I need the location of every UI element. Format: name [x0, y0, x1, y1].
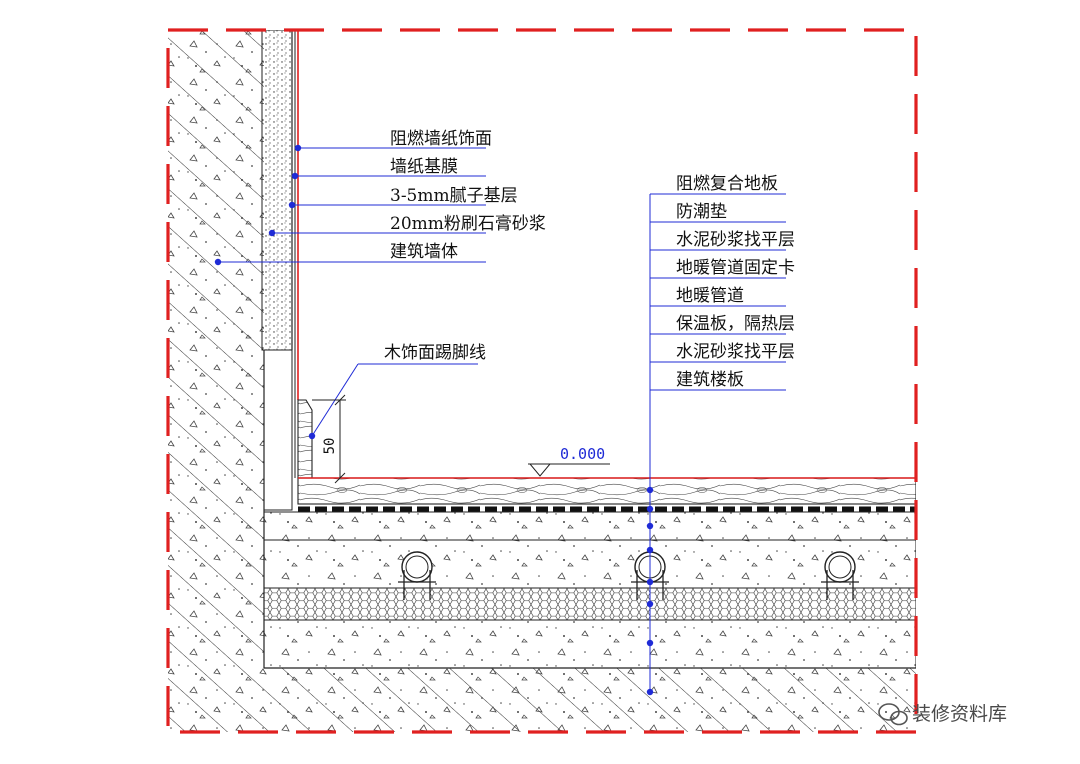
wall-label-3: 3-5mm腻子基层 — [390, 186, 518, 206]
floor-leader-dots — [646, 486, 654, 696]
gypsum-plaster-layer — [261, 30, 293, 351]
skirting-board — [297, 399, 313, 479]
laminate-floor — [297, 477, 916, 505]
elevation-label: 0.000 — [560, 445, 605, 463]
building-wall-aggregate — [168, 30, 264, 732]
skirting-dimension — [312, 394, 346, 484]
wall-label-5: 建筑墙体 — [390, 242, 458, 262]
wall-label-2: 墙纸基膜 — [390, 157, 458, 177]
floor-label-2: 防潮垫 — [676, 202, 727, 222]
floor-leaders — [649, 193, 786, 692]
drawing-frame — [166, 28, 918, 734]
skirting-label: 木饰面踢脚线 — [384, 343, 486, 363]
floor-label-1: 阻燃复合地板 — [676, 174, 778, 194]
wall-label-4: 20mm粉刷石膏砂浆 — [390, 213, 546, 234]
watermark-text: 装修资料库 — [912, 703, 1007, 725]
construction-section — [168, 30, 916, 732]
wall-plaster-lower — [263, 349, 293, 511]
floor-label-8: 建筑楼板 — [676, 370, 744, 390]
floor-label-4: 地暖管道固定卡 — [676, 258, 795, 278]
floor-slab-aggregate — [264, 668, 916, 732]
skirting-height-label: 50 — [322, 438, 338, 455]
elevation-marker — [528, 463, 610, 477]
skirting-leader — [308, 363, 478, 440]
floor-label-7: 水泥砂浆找平层 — [676, 342, 795, 362]
floor-label-5: 地暖管道 — [676, 286, 744, 306]
wall-leaders — [218, 147, 486, 263]
floor-label-3: 水泥砂浆找平层 — [676, 230, 795, 250]
floor-label-6: 保温板，隔热层 — [676, 314, 795, 334]
mortar-screed-lower — [263, 619, 916, 669]
heating-pipe-3 — [821, 551, 859, 600]
heating-pipe-1 — [398, 551, 436, 600]
wall-leader-dots — [214, 144, 302, 266]
insulation-board — [263, 587, 916, 621]
heating-pipe-layer — [263, 539, 916, 589]
mortar-screed-upper — [263, 511, 916, 541]
wall-label-1: 阻燃墙纸饰面 — [390, 129, 492, 149]
watermark: 装修资料库 — [878, 703, 1007, 726]
wechat-icon — [878, 703, 908, 726]
